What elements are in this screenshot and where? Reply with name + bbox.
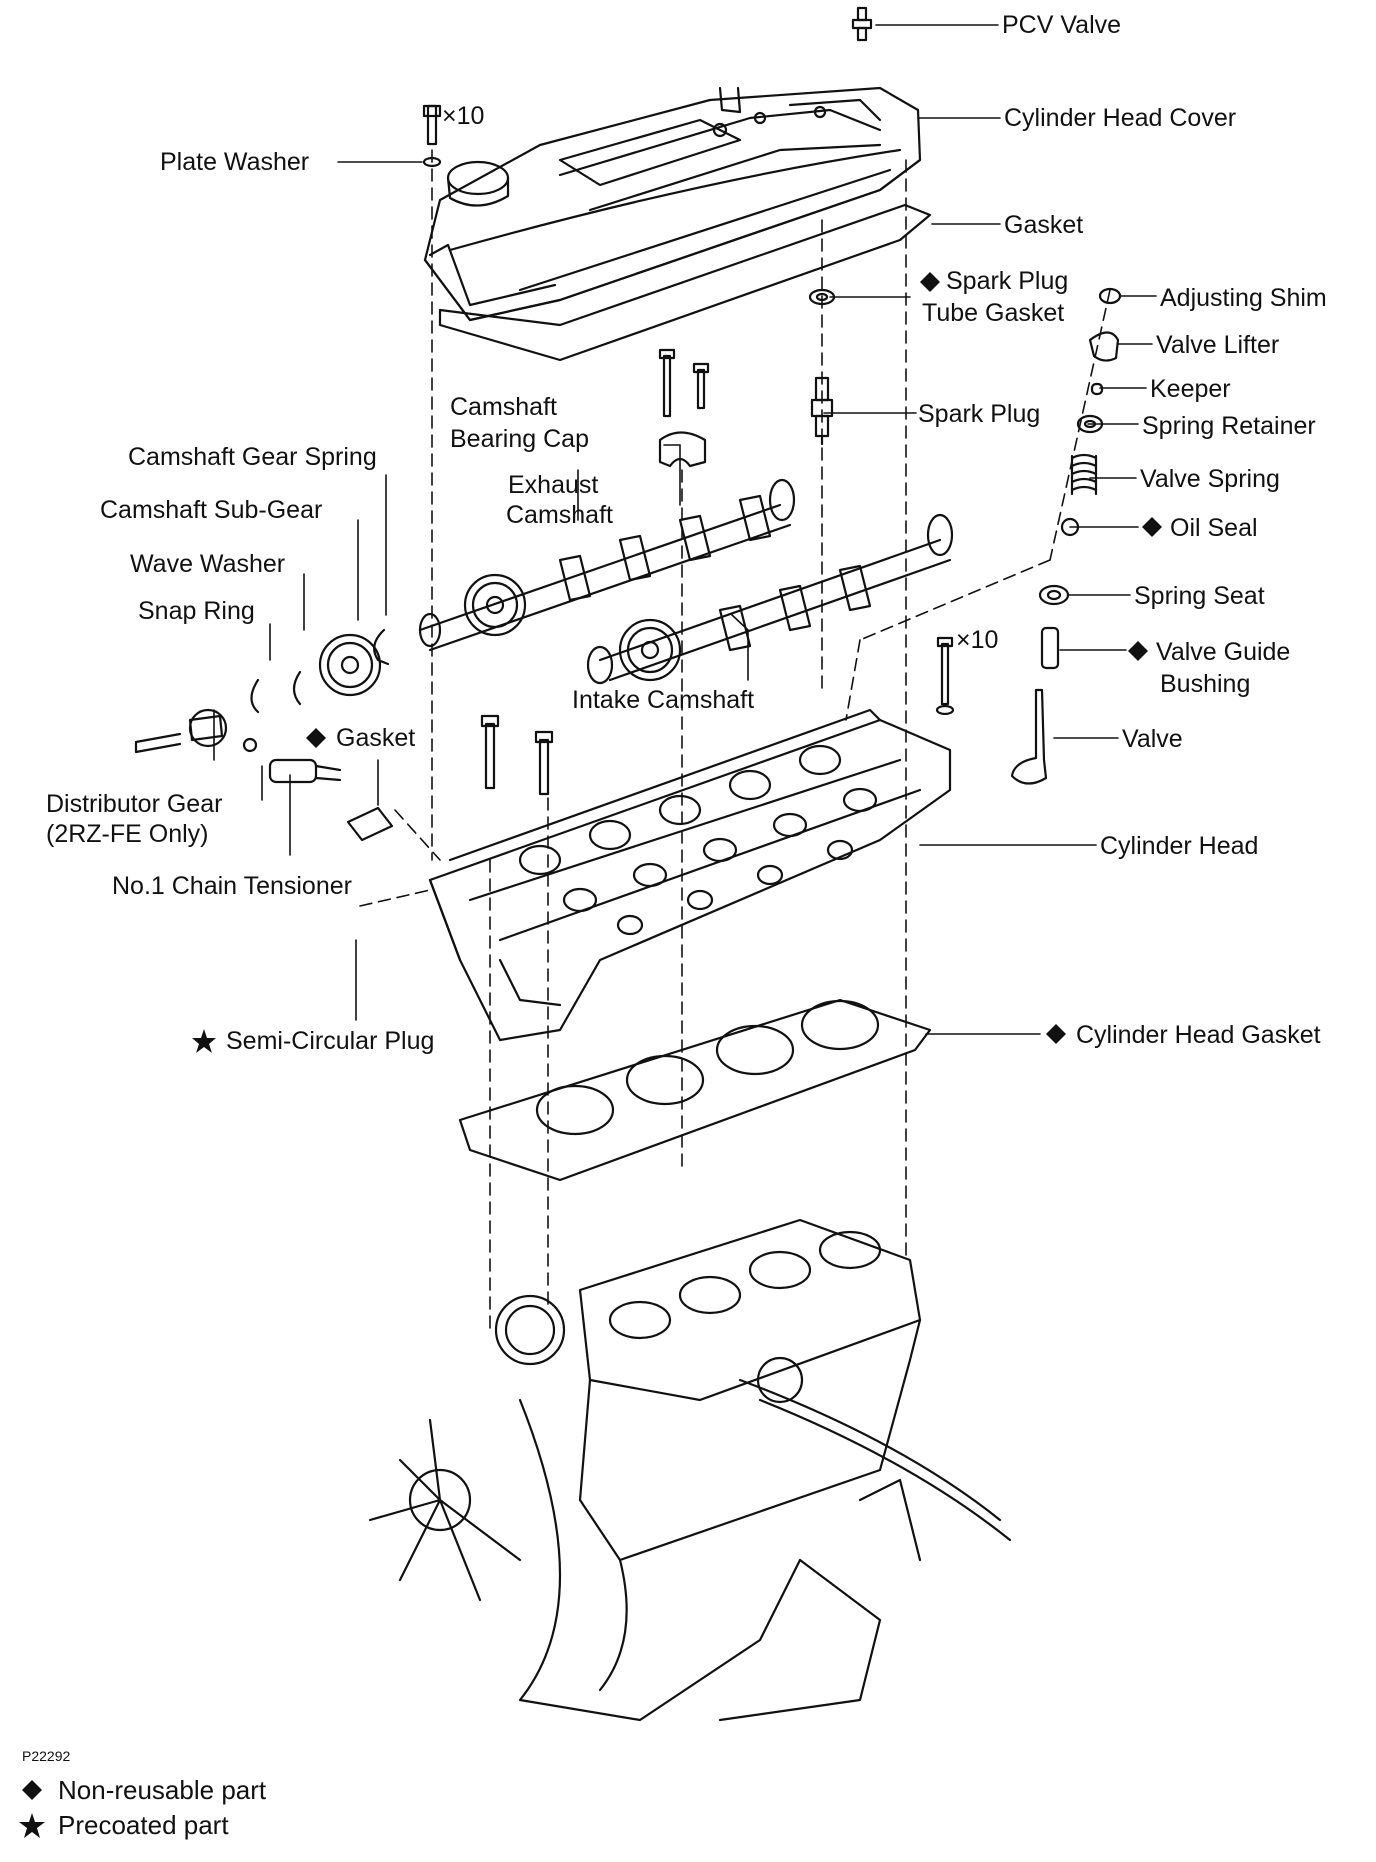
cylinder-head-gasket-part <box>458 998 932 1182</box>
label-cylinder-head: Cylinder Head <box>1100 832 1259 860</box>
star-icon <box>19 1813 45 1838</box>
label-gasket-tensioner: Gasket <box>336 724 416 752</box>
exhaust-camshaft-part <box>418 478 796 652</box>
plate-washer-part <box>422 104 442 168</box>
diamond-icon <box>1046 1024 1066 1044</box>
alignment-lines <box>359 149 1111 1331</box>
legend-non-reusable: Non-reusable part <box>58 1775 267 1805</box>
label-cylinder-head-gasket: Cylinder Head Gasket <box>1076 1021 1321 1049</box>
diamond-icon <box>1142 517 1162 537</box>
label-valve: Valve <box>1122 725 1183 753</box>
diamond-icon <box>22 1780 42 1800</box>
label-bolt-count-head: ×10 <box>956 626 999 654</box>
label-spring-seat: Spring Seat <box>1134 582 1265 610</box>
valve-train-parts <box>1010 287 1122 785</box>
label-valve-lifter: Valve Lifter <box>1156 331 1280 359</box>
label-valve-spring: Valve Spring <box>1140 465 1280 493</box>
label-oil-seal: Oil Seal <box>1170 514 1258 542</box>
label-gasket-cover: Gasket <box>1004 211 1084 239</box>
camshaft-bearing-cap-part <box>658 348 710 468</box>
gear-assembly-parts <box>134 628 394 842</box>
label-distributor-gear-2: (2RZ-FE Only) <box>46 820 209 848</box>
label-plate-washer: Plate Washer <box>160 148 310 176</box>
label-bolt-count-cover: ×10 <box>442 102 485 130</box>
spark-plug-part <box>810 376 834 446</box>
cylinder-head-part <box>428 708 952 1042</box>
label-distributor-gear-1: Distributor Gear <box>46 790 223 818</box>
label-wave-washer: Wave Washer <box>130 550 286 578</box>
label-camshaft-bearing-cap-1: Camshaft <box>450 393 557 421</box>
label-camshaft-sub-gear: Camshaft Sub-Gear <box>100 496 323 524</box>
figure-code: P22292 <box>22 1748 71 1764</box>
label-adjusting-shim: Adjusting Shim <box>1160 284 1327 312</box>
label-exhaust-camshaft-2: Camshaft <box>506 501 613 529</box>
leader-lines <box>213 24 1157 1035</box>
label-spark-plug: Spark Plug <box>918 400 1041 428</box>
diamond-icon <box>1128 641 1148 661</box>
label-spring-retainer: Spring Retainer <box>1142 412 1316 440</box>
pcv-valve-part <box>851 6 873 42</box>
label-exhaust-camshaft-1: Exhaust <box>508 471 599 499</box>
label-semi-circular-plug: Semi-Circular Plug <box>226 1027 435 1055</box>
head-bolts-part <box>480 636 955 796</box>
label-pcv-valve: PCV Valve <box>1002 11 1122 39</box>
label-valve-guide-bushing-1: Valve Guide <box>1156 638 1291 666</box>
label-cylinder-head-cover: Cylinder Head Cover <box>1004 104 1237 132</box>
symbols <box>19 272 1162 1838</box>
label-keeper: Keeper <box>1150 375 1231 403</box>
label-valve-guide-bushing-2: Bushing <box>1160 670 1251 698</box>
cover-gasket-part <box>438 203 932 362</box>
label-camshaft-gear-spring: Camshaft Gear Spring <box>128 443 377 471</box>
diamond-icon <box>306 728 326 748</box>
label-no1-chain-tensioner: No.1 Chain Tensioner <box>112 872 352 900</box>
legend-precoated: Precoated part <box>58 1810 229 1840</box>
label-spark-plug-tube-gasket-2: Tube Gasket <box>922 299 1065 327</box>
cylinder-head-cover-part <box>423 86 922 322</box>
intake-camshaft-part <box>586 513 954 685</box>
spark-plug-tube-gasket-part <box>808 288 836 306</box>
label-camshaft-bearing-cap-2: Bearing Cap <box>450 425 589 453</box>
label-snap-ring: Snap Ring <box>138 597 255 625</box>
label-intake-camshaft: Intake Camshaft <box>572 686 755 714</box>
diamond-icon <box>920 272 940 292</box>
engine-block-part <box>368 1218 1012 1722</box>
label-spark-plug-tube-gasket-1: Spark Plug <box>946 267 1069 295</box>
star-icon <box>192 1029 216 1053</box>
